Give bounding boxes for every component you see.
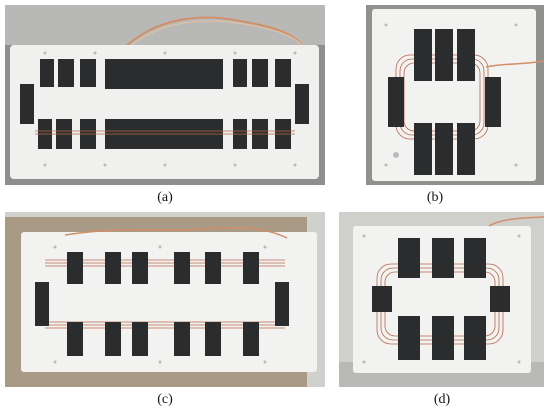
photo-panel-d	[339, 212, 544, 387]
panel-caption-b: (b)	[426, 190, 444, 205]
photo-panel-b	[366, 5, 544, 185]
photo-panel-a	[5, 5, 325, 185]
panel-caption-d: (d)	[433, 392, 451, 407]
panel-caption-a: (a)	[157, 190, 173, 205]
photo-panel-c	[5, 212, 325, 387]
panel-caption-c: (c)	[157, 392, 173, 407]
